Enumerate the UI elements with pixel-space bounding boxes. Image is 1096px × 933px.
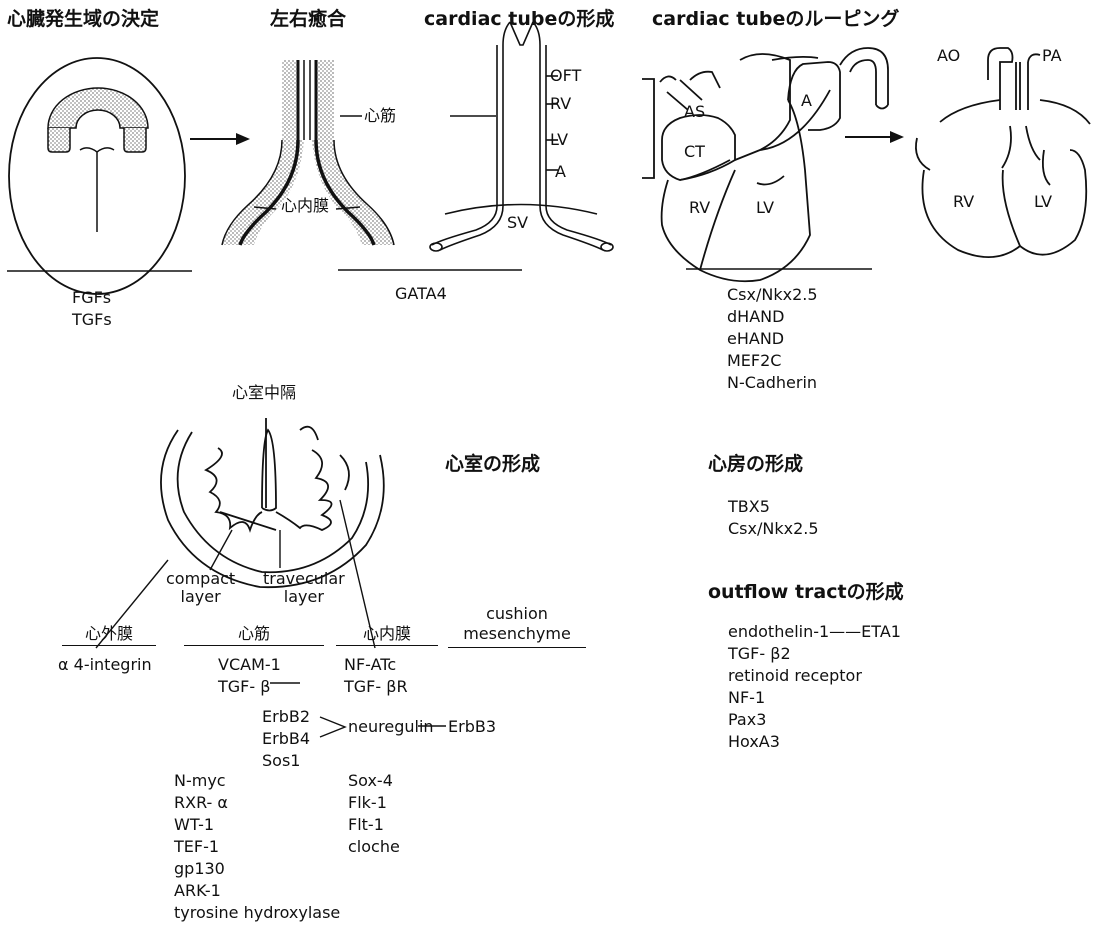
fusion-drawing xyxy=(222,60,394,245)
ao-label: AO xyxy=(937,48,960,64)
heading-atrium: 心房の形成 xyxy=(708,455,803,474)
ct-label: CT xyxy=(684,144,705,160)
sv-label: SV xyxy=(507,215,528,231)
loop-rv-label: RV xyxy=(689,200,710,216)
arrow-right-icon xyxy=(845,131,904,143)
col-endocardium: 心内膜 xyxy=(336,626,438,646)
col-cushion: cushion mesenchyme xyxy=(448,604,586,648)
rv-label: RV xyxy=(550,96,571,112)
erbb3-label: ErbB3 xyxy=(448,716,496,738)
mature-heart-drawing xyxy=(916,48,1090,257)
epicardium-genes: α 4-integrin xyxy=(58,654,152,676)
heading-looping: cardiac tubeのルーピング xyxy=(652,10,899,29)
heading-ventricle: 心室の形成 xyxy=(445,455,540,474)
oft-label: OFT xyxy=(550,68,581,84)
a-label: A xyxy=(555,164,566,180)
pa-label: PA xyxy=(1042,48,1062,64)
neuregulin-label: neuregulin xyxy=(348,716,434,738)
arrow-right-icon xyxy=(190,133,250,145)
loop-lv-label: LV xyxy=(756,200,774,216)
col-epicardium: 心外膜 xyxy=(62,626,156,646)
loop-a-label: A xyxy=(801,93,812,109)
heart-lv-label: LV xyxy=(1034,194,1052,210)
heart-rv-label: RV xyxy=(953,194,974,210)
lv-label: LV xyxy=(550,132,568,148)
heading-region: 心臓発生域の決定 xyxy=(7,10,159,29)
septum-label: 心室中隔 xyxy=(232,385,296,401)
myocardium-label: 心筋 xyxy=(364,108,396,124)
heading-outflow: outflow tractの形成 xyxy=(708,583,904,602)
endocardium-label: 心内膜 xyxy=(281,198,329,214)
col-myocardium: 心筋 xyxy=(184,626,324,646)
as-label: AS xyxy=(684,104,705,120)
heading-fusion: 左右癒合 xyxy=(270,10,346,29)
looping-heart-drawing xyxy=(642,48,888,281)
embryo-drawing xyxy=(9,58,185,294)
heading-tube: cardiac tubeの形成 xyxy=(424,10,614,29)
ventricle-drawing xyxy=(96,418,384,648)
tube-genes: GATA4 xyxy=(395,283,447,305)
